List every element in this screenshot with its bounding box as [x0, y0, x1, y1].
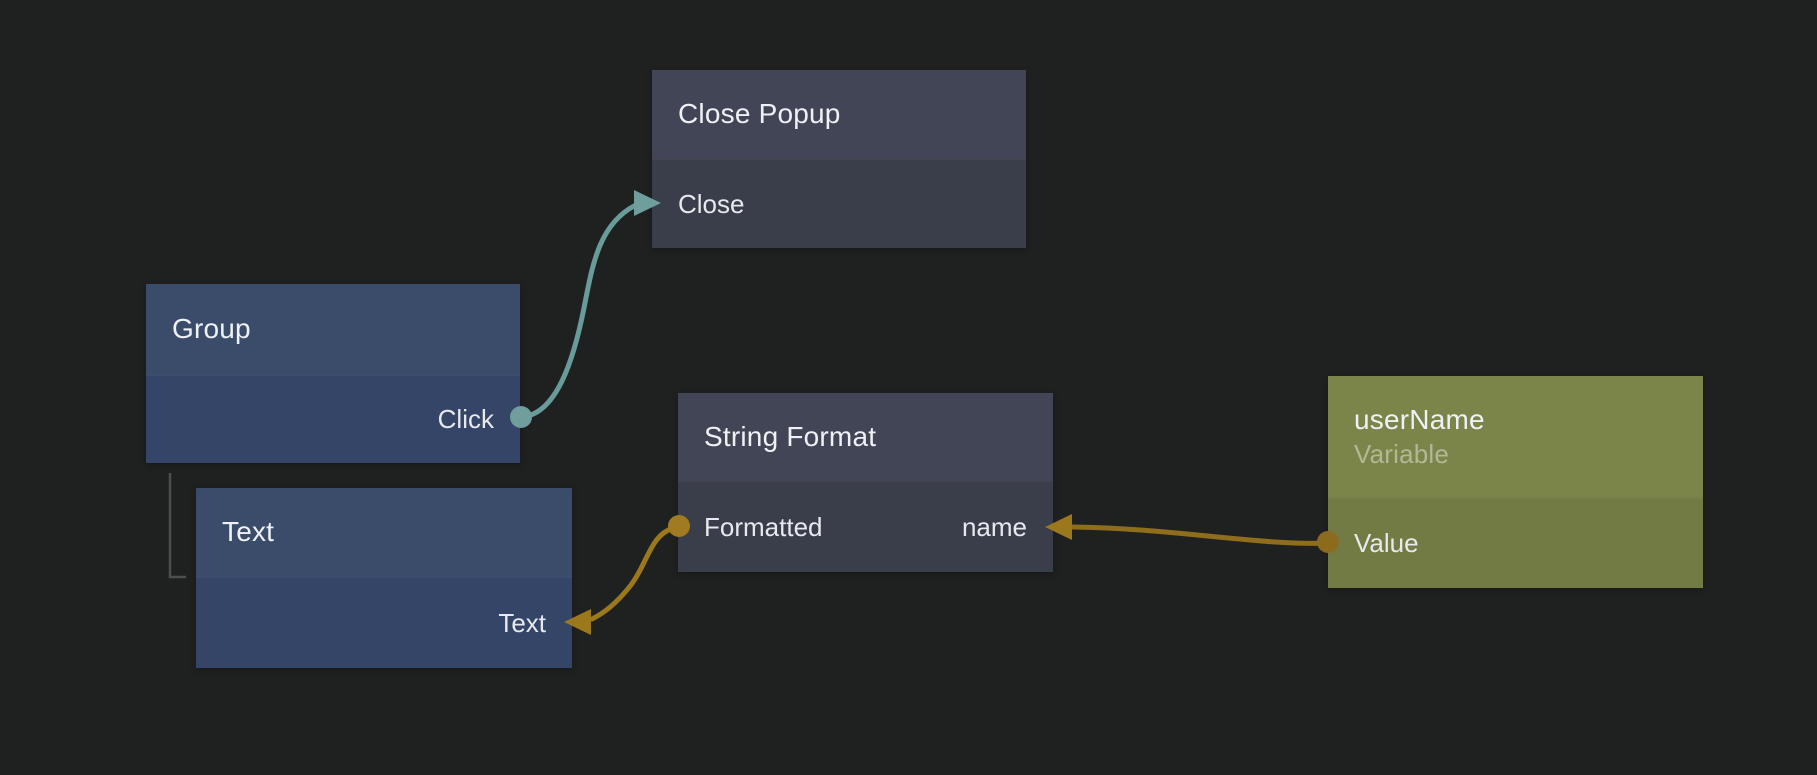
node-text-header: Text	[196, 488, 572, 576]
port-label-click: Click	[437, 404, 494, 434]
port-row-click[interactable]: Click	[146, 374, 520, 463]
node-close-popup[interactable]: Close Popup Close	[652, 70, 1026, 248]
connection-formatted-to-text[interactable]	[589, 524, 680, 622]
connection-value-to-name[interactable]	[1070, 524, 1331, 546]
port-label-formatted: Formatted	[704, 511, 823, 542]
port-row-text[interactable]: Text	[196, 576, 572, 668]
port-label-name: name	[961, 511, 1027, 542]
port-row-formatted-name[interactable]: Formatted name	[678, 480, 1053, 572]
node-title: Group	[172, 313, 251, 344]
port-label-close: Close	[678, 188, 745, 219]
node-close-popup-header: Close Popup	[652, 70, 1026, 158]
node-group-header: Group	[146, 284, 520, 374]
hierarchy-line-group-text	[168, 473, 186, 579]
connection-click-to-close[interactable]	[518, 202, 639, 420]
node-title: Close Popup	[678, 98, 841, 129]
node-title: Text	[222, 516, 275, 547]
port-label-value: Value	[1354, 528, 1419, 558]
port-row-close[interactable]: Close	[652, 158, 1026, 248]
node-title: userName	[1354, 403, 1485, 435]
port-row-value[interactable]: Value	[1328, 497, 1703, 588]
node-group[interactable]: Group Click	[146, 284, 520, 463]
node-username-variable[interactable]: userName Variable Value	[1328, 376, 1703, 588]
node-username-header: userName Variable	[1328, 376, 1703, 497]
node-string-format-header: String Format	[678, 393, 1053, 480]
port-label-text: Text	[498, 607, 546, 638]
node-subtitle: Variable	[1354, 438, 1450, 469]
node-string-format[interactable]: String Format Formatted name	[678, 393, 1053, 572]
node-title: String Format	[704, 420, 877, 452]
node-text[interactable]: Text Text	[196, 488, 572, 668]
